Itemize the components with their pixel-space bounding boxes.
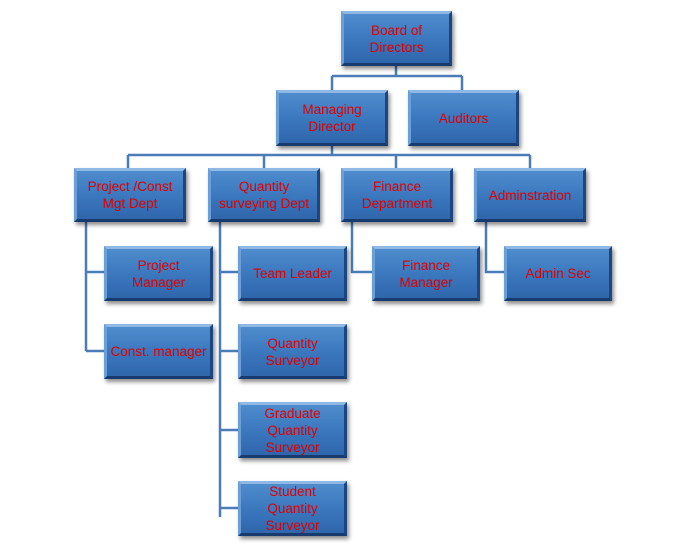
node-const-manager: Const. manager bbox=[104, 324, 213, 379]
node-label: Board of Directors bbox=[369, 22, 424, 55]
node-finance-manager: Finance Manager bbox=[372, 246, 480, 301]
connector-project-children bbox=[84, 221, 104, 353]
node-label: Project Manager bbox=[131, 257, 186, 290]
node-team-leader: Team Leader bbox=[238, 246, 347, 301]
node-student-quantity-surveyor: Student Quantity Surveyor bbox=[238, 481, 347, 536]
node-label: Const. manager bbox=[110, 344, 207, 359]
node-board-of-directors: Board of Directors bbox=[341, 11, 452, 66]
node-label: Student Quantity Surveyor bbox=[265, 484, 320, 533]
connector-admin-child bbox=[484, 221, 504, 274]
node-label: Auditors bbox=[438, 110, 489, 126]
node-finance-department: Finance Department bbox=[341, 168, 453, 222]
node-graduate-quantity-surveyor: Graduate Quantity Surveyor bbox=[238, 402, 347, 458]
node-quantity-surveying-dept: Quantity surveying Dept bbox=[208, 168, 320, 222]
node-auditors: Auditors bbox=[408, 90, 519, 146]
connector-board-to-level2 bbox=[330, 66, 464, 90]
node-label: Quantity Surveyor bbox=[265, 335, 320, 368]
connector-finance-child bbox=[350, 221, 372, 274]
connector-md-to-depts bbox=[126, 146, 532, 168]
node-label: Finance Department bbox=[361, 179, 433, 211]
node-quantity-surveyor: Quantity Surveyor bbox=[238, 324, 347, 379]
node-label: Adminstration bbox=[488, 187, 572, 203]
node-administration: Adminstration bbox=[474, 168, 586, 222]
node-label: Team Leader bbox=[253, 266, 332, 281]
node-managing-director: Managing Director bbox=[276, 90, 388, 146]
node-label: Admin Sec bbox=[525, 266, 591, 281]
node-label: Finance Manager bbox=[399, 257, 453, 290]
node-project-manager: Project Manager bbox=[104, 246, 213, 301]
node-label: Managing Director bbox=[302, 102, 362, 134]
node-admin-sec: Admin Sec bbox=[504, 246, 612, 301]
node-label: Project /Const Mgt Dept bbox=[87, 179, 173, 211]
node-label: Quantity surveying Dept bbox=[218, 179, 310, 211]
node-project-const-mgt-dept: Project /Const Mgt Dept bbox=[74, 168, 186, 222]
node-label: Graduate Quantity Surveyor bbox=[264, 405, 321, 455]
connector-qs-children bbox=[218, 221, 238, 517]
